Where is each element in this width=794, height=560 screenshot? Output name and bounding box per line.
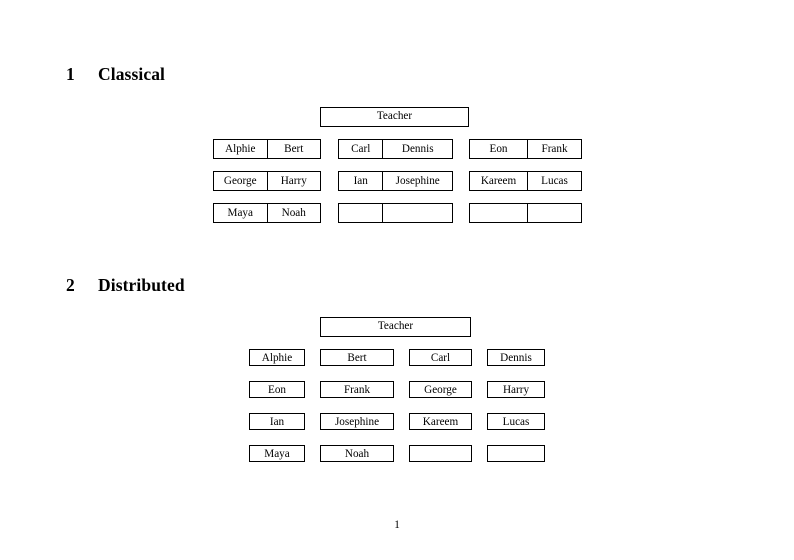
distributed-student-box: Harry xyxy=(487,381,545,398)
distributed-student-box: Lucas xyxy=(487,413,545,430)
distributed-student-box: Frank xyxy=(320,381,394,398)
student-cell xyxy=(527,203,582,223)
student-cell xyxy=(337,203,384,223)
table-row: Kareem Lucas xyxy=(468,171,582,191)
classical-group-0-row-1: George Harry xyxy=(213,171,321,191)
table-row: Teacher xyxy=(320,317,471,337)
student-cell: Eon xyxy=(468,139,529,159)
student-cell: Dennis xyxy=(382,139,453,159)
table-row: Maya Noah xyxy=(213,203,321,223)
section-title: Distributed xyxy=(98,275,185,295)
distributed-student-box: Ian xyxy=(249,413,305,430)
student-cell: Bert xyxy=(266,139,321,159)
distributed-student-box: Carl xyxy=(409,349,472,366)
distributed-student-box: Kareem xyxy=(409,413,472,430)
distributed-student-box: Dennis xyxy=(487,349,545,366)
student-cell: Ian xyxy=(337,171,384,191)
distributed-student-box: Josephine xyxy=(320,413,394,430)
distributed-student-box xyxy=(487,445,545,462)
student-cell: Josephine xyxy=(382,171,453,191)
distributed-student-box: Alphie xyxy=(249,349,305,366)
student-cell: Lucas xyxy=(527,171,582,191)
table-row: George Harry xyxy=(213,171,321,191)
distributed-student-box: Noah xyxy=(320,445,394,462)
classical-group-1-row-1: Ian Josephine xyxy=(337,171,453,191)
student-cell: Harry xyxy=(266,171,321,191)
distributed-student-box: Bert xyxy=(320,349,394,366)
student-cell: Kareem xyxy=(468,171,529,191)
section-heading-classical: 1 Classical xyxy=(66,64,165,85)
student-cell: Carl xyxy=(337,139,384,159)
classical-group-2-row-0: Eon Frank xyxy=(468,139,582,159)
section-heading-distributed: 2 Distributed xyxy=(66,275,185,296)
student-cell xyxy=(468,203,529,223)
distributed-student-box: Eon xyxy=(249,381,305,398)
classical-group-2-row-2 xyxy=(468,203,582,223)
teacher-cell: Teacher xyxy=(320,107,469,127)
classical-group-1-row-2 xyxy=(337,203,453,223)
table-row: Eon Frank xyxy=(468,139,582,159)
student-cell xyxy=(382,203,453,223)
distributed-teacher-box: Teacher xyxy=(320,317,471,337)
section-title: Classical xyxy=(98,64,166,84)
distributed-student-box: Maya xyxy=(249,445,305,462)
table-row: Ian Josephine xyxy=(337,171,453,191)
student-cell: Noah xyxy=(266,203,321,223)
student-cell: Frank xyxy=(527,139,582,159)
student-cell: Maya xyxy=(213,203,268,223)
section-number: 2 xyxy=(66,275,75,295)
table-row: Teacher xyxy=(320,107,469,127)
classical-teacher-box: Teacher xyxy=(320,107,469,127)
page-number: 1 xyxy=(394,519,400,531)
table-row: Carl Dennis xyxy=(337,139,453,159)
classical-group-2-row-1: Kareem Lucas xyxy=(468,171,582,191)
student-cell: Alphie xyxy=(213,139,268,159)
section-number: 1 xyxy=(66,64,75,84)
classical-group-0-row-0: Alphie Bert xyxy=(213,139,321,159)
classical-group-1-row-0: Carl Dennis xyxy=(337,139,453,159)
distributed-student-box: George xyxy=(409,381,472,398)
table-row xyxy=(468,203,582,223)
student-cell: George xyxy=(213,171,268,191)
table-row xyxy=(337,203,453,223)
classical-group-0-row-2: Maya Noah xyxy=(213,203,321,223)
table-row: Alphie Bert xyxy=(213,139,321,159)
distributed-student-box xyxy=(409,445,472,462)
teacher-cell: Teacher xyxy=(320,317,471,337)
